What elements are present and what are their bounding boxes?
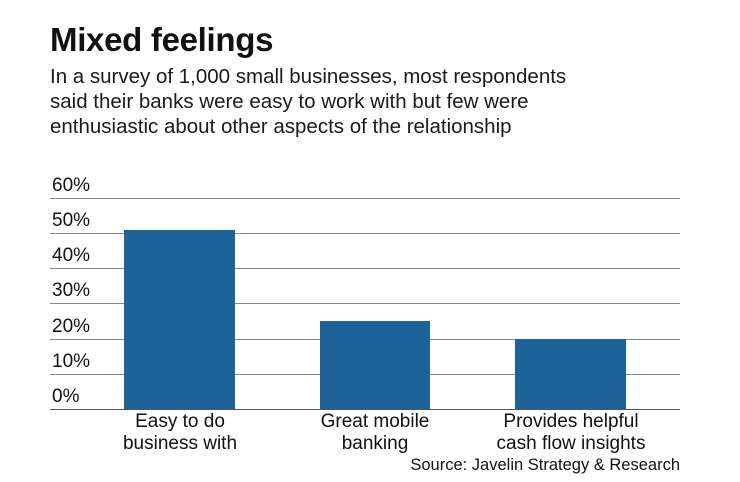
- bar-easy-to-do-business: [124, 229, 235, 409]
- y-tick-label: 50%: [52, 210, 91, 231]
- bar-cash-flow-insights: [515, 338, 626, 409]
- subtitle-line: said their banks were easy to work with …: [50, 90, 529, 113]
- x-category-label: Provides helpful cash flow insights: [471, 411, 671, 455]
- bar-great-mobile-banking: [320, 321, 430, 409]
- y-tick-label: 60%: [52, 175, 91, 196]
- x-label-line: Easy to do: [135, 411, 225, 432]
- x-label-line: cash flow insights: [496, 433, 646, 454]
- x-label-line: Great mobile: [320, 411, 430, 432]
- x-category-label: Easy to do business with: [80, 411, 280, 455]
- subtitle-line: enthusiastic about other aspects of the …: [50, 115, 512, 138]
- chart-title: Mixed feelings: [50, 21, 274, 58]
- gridline-60: [50, 198, 680, 199]
- x-label-line: banking: [341, 433, 409, 454]
- source-note: Source: Javelin Strategy & Research: [410, 456, 680, 474]
- x-label-line: Provides helpful: [503, 411, 639, 432]
- gridline-40: [50, 268, 680, 269]
- y-tick-label: 10%: [52, 351, 91, 372]
- y-tick-label: 40%: [52, 245, 91, 266]
- y-tick-label: 20%: [52, 316, 91, 337]
- gridline-30: [50, 303, 680, 304]
- chart-subtitle: In a survey of 1,000 small businesses, m…: [50, 64, 710, 139]
- x-axis-baseline: [50, 409, 680, 410]
- y-tick-label: 0%: [52, 386, 80, 407]
- x-label-line: business with: [122, 433, 238, 454]
- subtitle-line: In a survey of 1,000 small businesses, m…: [50, 65, 567, 88]
- x-category-label: Great mobile banking: [275, 411, 475, 455]
- y-tick-label: 30%: [52, 280, 91, 301]
- gridline-50: [50, 233, 680, 234]
